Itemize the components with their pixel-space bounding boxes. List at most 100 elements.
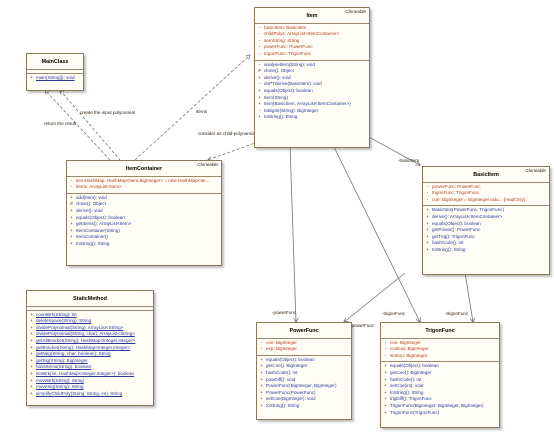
operation-row[interactable]: +haveItems(String): boolean (27, 364, 153, 371)
operation-row[interactable]: +simplifyChildPoly(String, String, int):… (27, 391, 153, 398)
operation-text: hashCode(): int (266, 369, 298, 375)
operation-row[interactable]: +getCoe(): BigInteger (381, 370, 499, 377)
operation-row[interactable]: +getBracket(String): HashMap<Integer,Int… (27, 345, 153, 352)
operation-row[interactable]: #clone(): Object (67, 201, 221, 208)
operation-row[interactable]: +deleteSpace(String): String (27, 318, 153, 325)
attribute-row[interactable]: -items: ArrayList<Item> (67, 184, 221, 191)
operation-row[interactable]: +toString(): String (255, 114, 369, 121)
visibility-marker: + (30, 337, 33, 343)
operation-row[interactable]: +derive(): void (255, 75, 369, 82)
operation-text: getPower(): PowerFunc (432, 227, 481, 233)
operation-text: TrigonFunc(TrigonFunc) (390, 409, 440, 415)
operation-row[interactable]: +add(Item): void (67, 195, 221, 202)
visibility-marker: + (384, 402, 387, 408)
attribute-row[interactable]: -powerFunc: PowerFunc (423, 184, 549, 191)
operation-row[interactable]: +setCoe(int): void (381, 383, 499, 390)
attribute-row[interactable]: -sinExp: BigInteger (381, 353, 499, 360)
operation-text: moveBrk(String): String (36, 377, 84, 383)
operation-text: isInBrk(int, HashMap<Integer,Integer>): … (36, 370, 135, 376)
operation-row[interactable]: +toString(): String (67, 241, 221, 248)
operation-row[interactable]: +getCoe(): BigInteger (257, 363, 351, 370)
operation-text: clone(): Object (76, 201, 106, 207)
visibility-marker: + (258, 87, 261, 93)
operation-row[interactable]: +getSig(String): BigInteger (27, 358, 153, 365)
class-trigonfunc[interactable]: TrigonFunc-coe: BigInteger-cosExp: BigIn… (380, 322, 500, 428)
operation-row[interactable]: +dividePolynomial(String): ArrayList<Str… (27, 325, 153, 332)
operation-row[interactable]: +TrigonFunc(TrigonFunc) (381, 410, 499, 417)
operation-row[interactable]: +moveSig(String): String (27, 384, 153, 391)
label-power-func-2: -powerFunc (350, 323, 375, 328)
attribute-text: itemHashMap: HashMap<Item,BigInteger> = … (76, 177, 210, 183)
operation-row[interactable]: +equals(Object): boolean (381, 363, 499, 370)
visibility-marker: + (30, 324, 33, 330)
attribute-row[interactable]: -trigonFunc: TrigonFunc (423, 190, 549, 197)
operation-row[interactable]: +equals(Object): boolean (255, 88, 369, 95)
visibility-marker: + (260, 369, 263, 375)
operation-row[interactable]: #clone(): Object (255, 68, 369, 75)
attribute-row[interactable]: -childPolys: ArrayList<ItemContainer> (255, 31, 369, 38)
attribute-row[interactable]: -trigonFunc: TrigonFunc (255, 51, 369, 58)
operation-row[interactable]: -toBigInt(String): BigInteger (255, 108, 369, 115)
operation-row[interactable]: +hashCode(): int (381, 377, 499, 384)
operation-text: setCoe(BigInteger): void (266, 396, 316, 402)
operation-row[interactable]: +BasicItem(PowerFunc, TrigonFunc) (423, 207, 549, 214)
operation-row[interactable]: -analyseItem(String): void (255, 62, 369, 69)
visibility-marker: + (258, 74, 261, 80)
operation-row[interactable]: +getNeg(String, char, boolean): String (27, 351, 153, 358)
operation-row[interactable]: +ItemContainer() (67, 234, 221, 241)
operation-row[interactable]: +hashCode(): int (423, 240, 549, 247)
operation-row[interactable]: +equals(Object): boolean (67, 215, 221, 222)
operation-row[interactable]: +Item(BasicItem, ArrayList<ItemContainer… (255, 101, 369, 108)
operation-row[interactable]: +getAllBracket(String): HashMap<Integer,… (27, 338, 153, 345)
attribute-row[interactable]: -coe: BigInteger (257, 340, 351, 347)
operation-row[interactable]: +ItemContainer(String) (67, 228, 221, 235)
attribute-text: itemString: String (264, 37, 300, 43)
operation-row[interactable]: +main(String[]): void (27, 75, 83, 82)
attribute-row[interactable]: -coe: BigInteger = BigInteger.valu... {r… (423, 197, 549, 204)
class-powerfunc[interactable]: PowerFunc-coe: BigInteger-exp: BigIntege… (256, 322, 352, 420)
operation-text: dividePolynomial(String, char): ArrayLis… (36, 331, 135, 337)
label-trigon-func-2: -trigonFunc (445, 311, 469, 316)
operation-row[interactable]: +getPower(): PowerFunc (423, 227, 549, 234)
operation-row[interactable]: +countBrk(String): int (27, 312, 153, 319)
attribute-row[interactable]: -itemString: String (255, 38, 369, 45)
operation-row[interactable]: +toString(): String (381, 390, 499, 397)
operation-row[interactable]: +getTrig(): TrigonFunc (423, 234, 549, 241)
attribute-row[interactable]: -itemHashMap: HashMap<Item,BigInteger> =… (67, 178, 221, 185)
attribute-row[interactable]: -cosExp: BigInteger (381, 346, 499, 353)
operation-row[interactable]: +hashCode(): int (257, 370, 351, 377)
attribute-row[interactable]: -powerFunc: PowerFunc (255, 44, 369, 51)
operation-row[interactable]: +moveBrk(String): String (27, 378, 153, 385)
dep-main-to-itemcontainer (60, 90, 121, 161)
attribute-row[interactable]: -coe: BigInteger (381, 340, 499, 347)
attribute-row[interactable]: -exp: BigInteger (257, 346, 351, 353)
operation-row[interactable]: +setCoe(BigInteger): void (257, 396, 351, 403)
attributes-section: -powerFunc: PowerFunc-trigonFunc: Trigon… (423, 181, 549, 206)
operation-text: ItemContainer() (76, 234, 108, 240)
operation-row[interactable]: +TrigonFunc(BigInteger, BigInteger, BigI… (381, 403, 499, 410)
operation-row[interactable]: +toString(): String (257, 403, 351, 410)
operation-row[interactable]: +Item(String) (255, 95, 369, 102)
operation-row[interactable]: +powDiff(): void (257, 377, 351, 384)
operation-row[interactable]: +equals(Object): boolean (257, 357, 351, 364)
operation-row[interactable]: +isInBrk(int, HashMap<Integer,Integer>):… (27, 371, 153, 378)
class-staticmethod[interactable]: StaticMethod+countBrk(String): int+delet… (26, 290, 154, 406)
operation-row[interactable]: +derive(): void (67, 208, 221, 215)
operation-row[interactable]: -doPTderive(BasicItem): void (255, 81, 369, 88)
attribute-row[interactable]: -basicItem: BasicItem (255, 25, 369, 32)
operation-row[interactable]: +toString(): String (423, 247, 549, 254)
class-mainclass[interactable]: MainClass+main(String[]): void (26, 53, 84, 91)
operation-row[interactable]: +dividePolynomial(String, char): ArrayLi… (27, 331, 153, 338)
operation-text: add(Item): void (76, 194, 107, 200)
dep-itemcontainer-to-item (134, 55, 250, 161)
operation-row[interactable]: +PowerFunc(PowerFunc) (257, 390, 351, 397)
operation-row[interactable]: +equals(Object): boolean (423, 221, 549, 228)
operation-row[interactable]: +trigDiff(): TrigonFunc (381, 396, 499, 403)
operation-row[interactable]: +derive(): ArrayList<ItemContainer> (423, 214, 549, 221)
operation-row[interactable]: +PowerFunc(BigInteger, BigInteger) (257, 383, 351, 390)
operation-row[interactable]: +getItems(): ArrayList<Item> (67, 221, 221, 228)
visibility-marker: + (384, 369, 387, 375)
